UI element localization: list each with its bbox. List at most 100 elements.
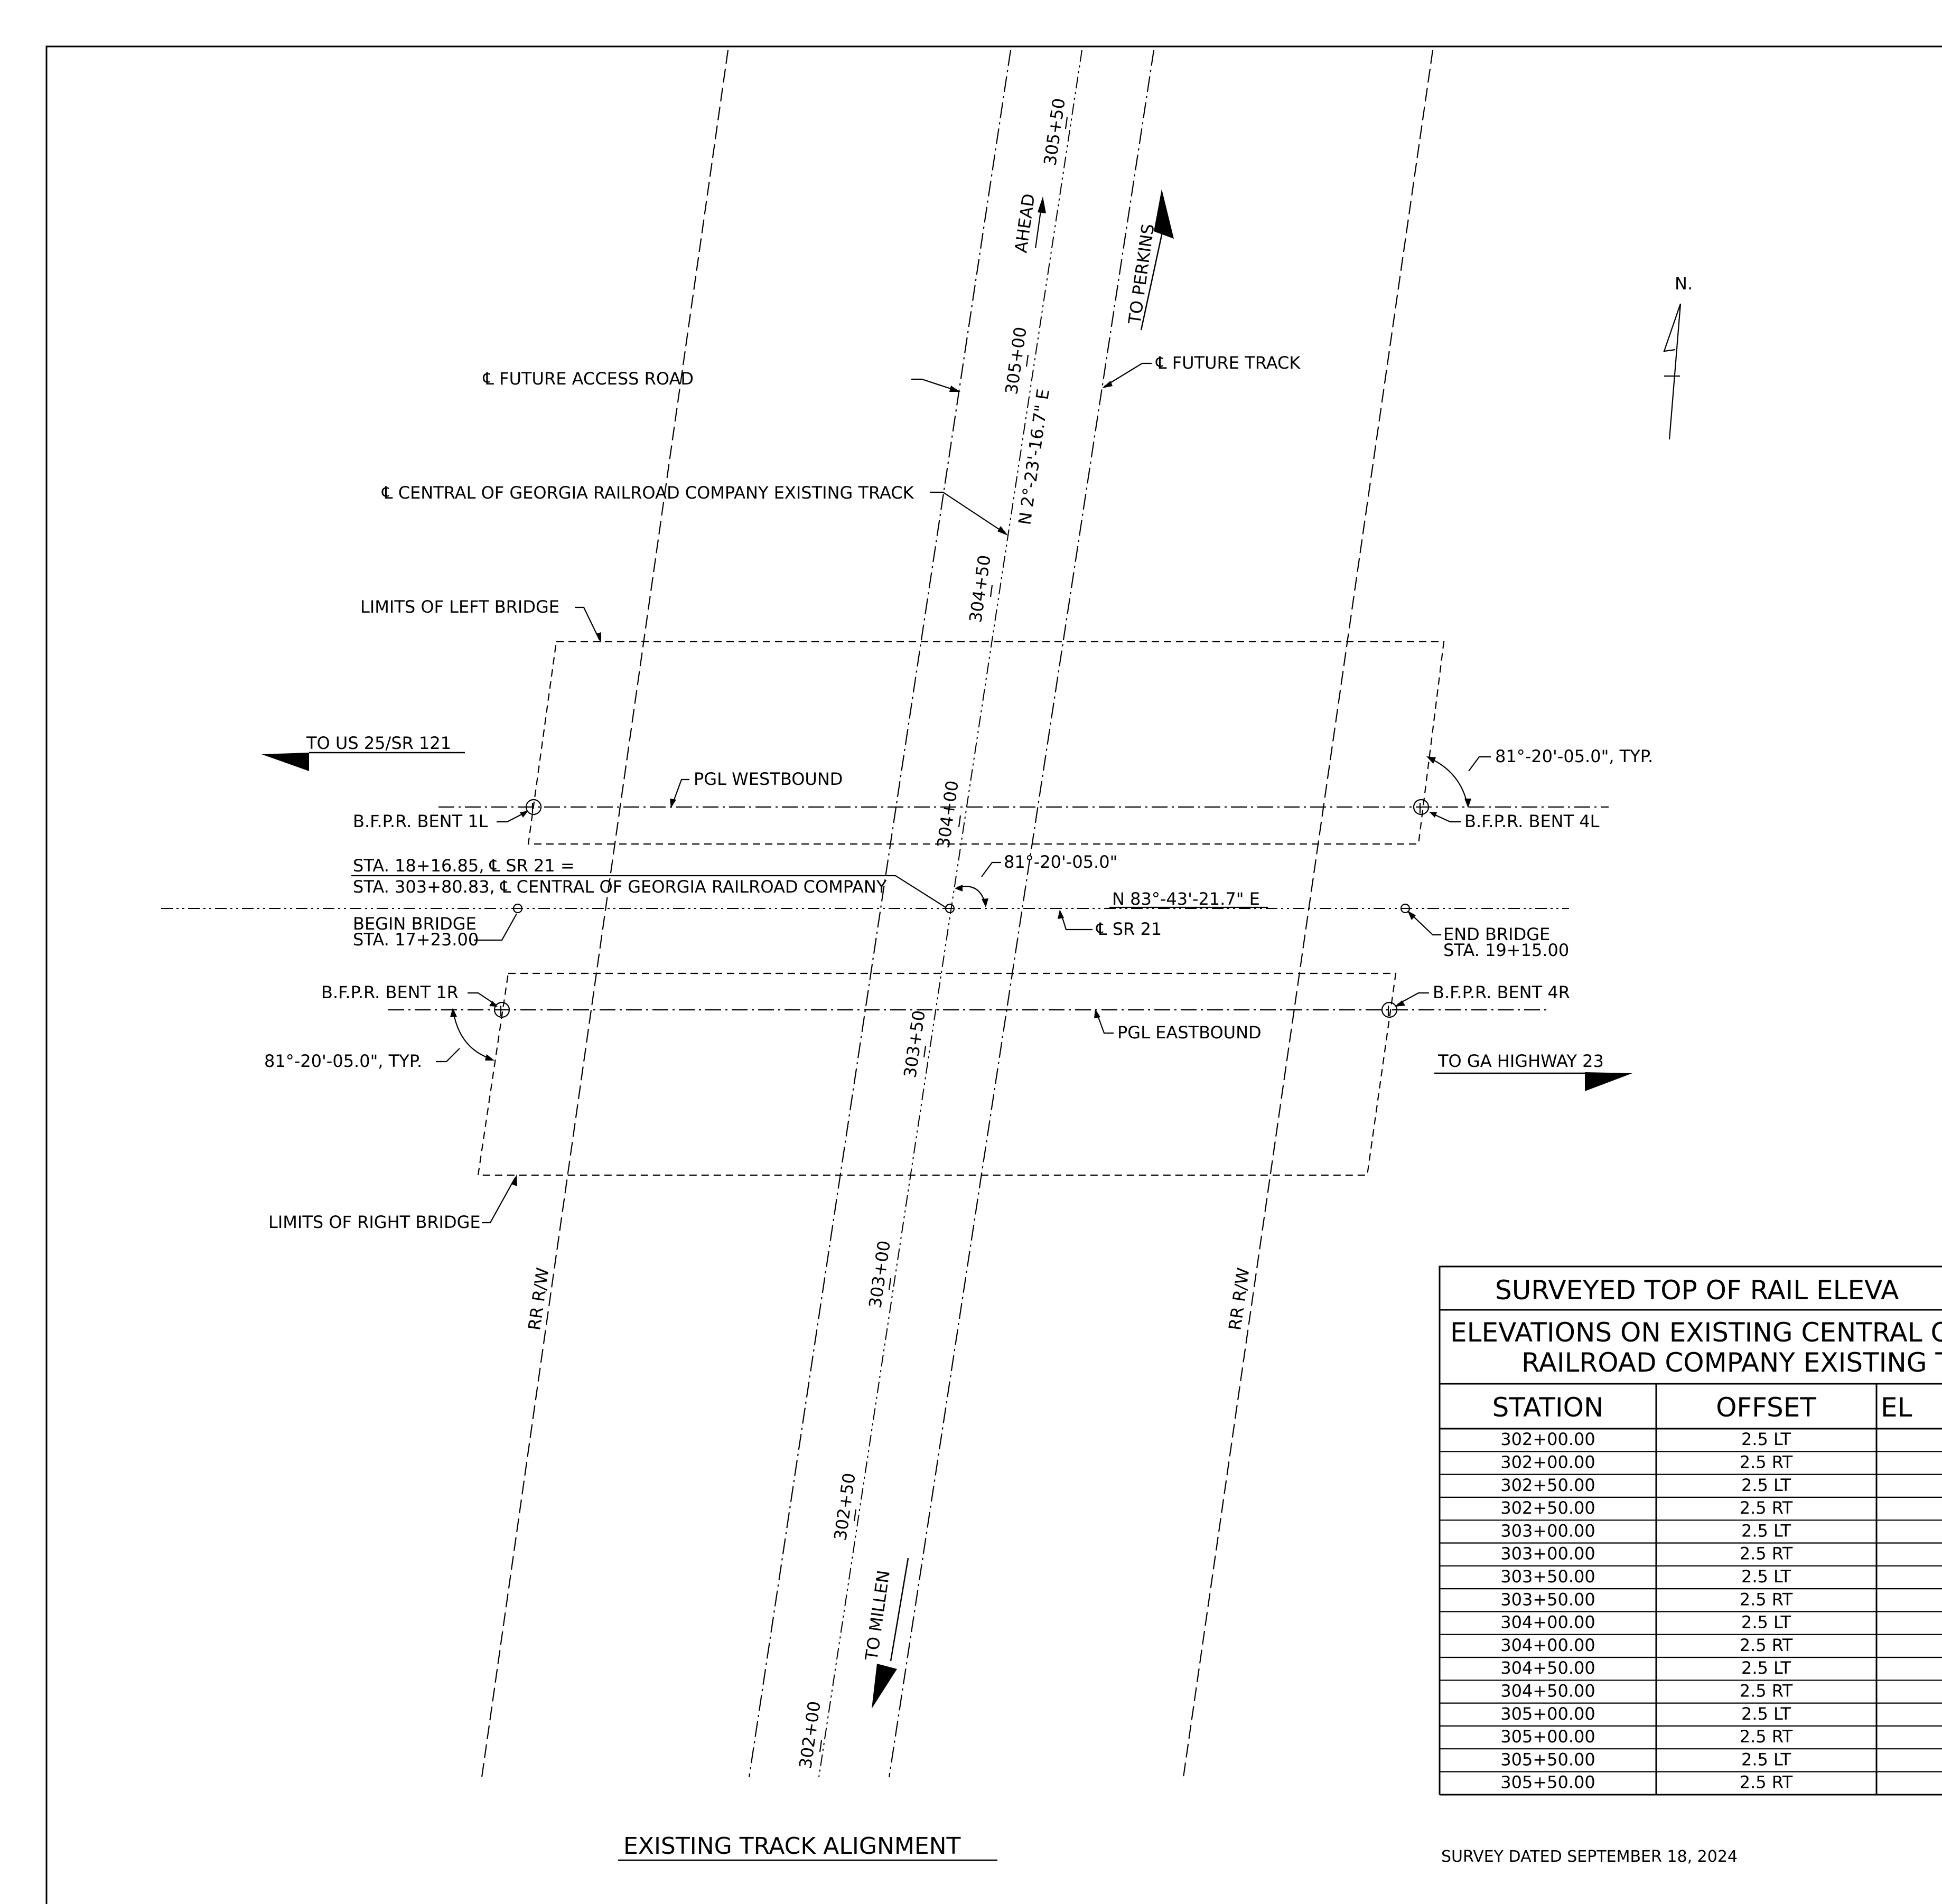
leader-arrow-icon	[596, 632, 601, 643]
leader-sr21	[1060, 912, 1093, 931]
to-ga23-label: TO GA HIGHWAY 23	[1437, 1051, 1604, 1071]
begin-bridge-marker	[512, 903, 523, 914]
sr21-bearing-label: N 83°-43'-21.7" E	[1112, 889, 1260, 909]
offset-cell: 2.5 RT	[1740, 1681, 1793, 1701]
station-cell: 302+00.00	[1500, 1452, 1595, 1472]
future-access-road-line	[748, 50, 1012, 1778]
leader-angle-left	[436, 1048, 460, 1063]
to-millen-arrow-icon	[872, 1664, 897, 1709]
to-us25-label: TO US 25/SR 121	[306, 733, 451, 753]
elevation-table: SURVEYED TOP OF RAIL ELEVA ELEVATIONS ON…	[1439, 1265, 1942, 1796]
intersection-point	[945, 903, 955, 914]
angle-arrow-icon	[1426, 756, 1436, 764]
leader-arrow-icon	[520, 811, 528, 818]
sheet-border	[45, 45, 1942, 1904]
offset-cell: 2.5 RT	[1740, 1589, 1793, 1609]
ahead-label: AHEAD	[1011, 192, 1039, 254]
end-bridge-marker	[1400, 903, 1411, 914]
rr-rw-left-line	[481, 50, 729, 1778]
offset-cell: 2.5 LT	[1741, 1612, 1791, 1633]
to-ga23-arrow-icon	[1585, 1072, 1632, 1091]
leader-arrow-icon	[1395, 1000, 1405, 1007]
leader-limits-right	[482, 1177, 516, 1224]
future-track-label: ℄ FUTURE TRACK	[1155, 353, 1301, 373]
pgl-eastbound-label: PGL EASTBOUND	[1117, 1023, 1262, 1043]
future-access-road-label: ℄ FUTURE ACCESS ROAD	[482, 369, 694, 389]
bent-1l-marker	[525, 799, 542, 815]
table-title: SURVEYED TOP OF RAIL ELEVA	[1495, 1275, 1899, 1306]
table-subtitle-2: RAILROAD COMPANY EXISTING T	[1521, 1347, 1942, 1378]
leader-arrow-icon	[670, 799, 676, 808]
station-cell: 303+00.00	[1500, 1544, 1595, 1564]
station-cell: 304+50.00	[1500, 1658, 1595, 1678]
leader-arrow-icon	[489, 1001, 498, 1007]
station-label: 303+00	[865, 1239, 894, 1309]
angle-arc-left	[452, 1011, 492, 1060]
station-labels: 305+50 305+00 304+50 304+00 303+50 303+0…	[795, 97, 1069, 1770]
leader-arrow-icon	[997, 526, 1008, 536]
offset-cell: 2.5 LT	[1741, 1429, 1791, 1449]
offset-cell: 2.5 LT	[1741, 1658, 1791, 1678]
bent-1l-label: B.F.P.R. BENT 1L	[353, 811, 488, 831]
bent-1r-marker	[493, 1001, 510, 1018]
future-track-line	[888, 50, 1155, 1778]
station-cell: 303+00.00	[1500, 1521, 1595, 1541]
leader-bent-1r	[468, 992, 496, 1005]
leader-angle-center	[981, 861, 1001, 877]
rr-rw-right-line	[1182, 50, 1434, 1778]
sta-equation-line2: STA. 303+80.83, ℄ CENTRAL OF GEORGIA RAI…	[353, 877, 887, 897]
offset-cell: 2.5 LT	[1741, 1475, 1791, 1495]
north-label: N.	[1675, 274, 1693, 294]
angle-arrow-icon	[450, 1008, 457, 1017]
leader-arrow-icon	[1429, 812, 1437, 818]
leader-pgl-east	[1095, 1011, 1114, 1034]
station-cell: 305+50.00	[1500, 1749, 1595, 1769]
station-cell: 302+00.00	[1500, 1429, 1595, 1449]
leader-future-access-road	[911, 378, 958, 392]
to-us25-arrow-icon	[262, 753, 309, 771]
offset-cell: 2.5 LT	[1741, 1749, 1791, 1769]
offset-cell: 2.5 LT	[1741, 1567, 1791, 1587]
drawing-title: EXISTING TRACK ALIGNMENT	[623, 1833, 961, 1860]
right-bridge-limits	[477, 972, 1397, 1176]
existing-track-label: ℄ CENTRAL OF GEORGIA RAILROAD COMPANY EX…	[381, 483, 914, 503]
leader-arrow-icon	[1102, 381, 1113, 388]
offset-cell: 2.5 RT	[1740, 1727, 1793, 1747]
leader-arrow-icon	[949, 386, 960, 392]
left-bridge-limits	[527, 641, 1445, 845]
station-cell: 302+50.00	[1500, 1498, 1595, 1518]
angle-arrow-icon	[485, 1054, 494, 1061]
leader-bent-4l	[1431, 812, 1461, 823]
station-cell: 304+00.00	[1500, 1635, 1595, 1655]
bent-4r-marker	[1381, 1001, 1398, 1018]
leader-begin-bridge	[474, 913, 517, 941]
leader-end-bridge	[1410, 913, 1441, 936]
angle-center-label: 81°-20'-05.0"	[1004, 852, 1117, 872]
station-ticks	[819, 117, 1068, 1752]
limits-left-bridge-label: LIMITS OF LEFT BRIDGE	[360, 597, 559, 617]
leader-pgl-west	[671, 779, 689, 806]
angle-arc-right	[1429, 757, 1469, 806]
sta-equation-line1: STA. 18+16.85, ℄ SR 21 =	[353, 856, 575, 876]
station-cell: 303+50.00	[1500, 1567, 1595, 1587]
end-bridge-label-1: END BRIDGE	[1443, 924, 1550, 944]
angle-arrow-icon	[1464, 799, 1471, 808]
to-perkins-underline	[1140, 232, 1163, 331]
bent-4r-label: B.F.P.R. BENT 4R	[1433, 982, 1570, 1002]
existing-track-centerline	[818, 50, 1082, 1778]
station-cell: 302+50.00	[1500, 1475, 1595, 1495]
to-perkins-arrow-icon	[1154, 189, 1174, 239]
table-header-elevation: EL	[1881, 1392, 1912, 1423]
pgl-westbound-label: PGL WESTBOUND	[694, 769, 843, 789]
leader-arrow-icon	[511, 1175, 517, 1186]
to-millen-label: TO MILLEN	[861, 1569, 894, 1662]
angle-arrow-icon	[982, 898, 988, 907]
sr21-label: ℄ SR 21	[1096, 919, 1162, 939]
leader-arrow-icon	[1407, 911, 1416, 920]
begin-bridge-label-1: BEGIN BRIDGE	[353, 914, 477, 934]
station-label: 303+50	[900, 1009, 929, 1079]
north-arrow-icon	[1663, 303, 1682, 440]
ahead-arrow-head	[1038, 196, 1046, 213]
leader-bent-4r	[1397, 992, 1429, 1005]
leader-arrow-icon	[1058, 909, 1064, 919]
